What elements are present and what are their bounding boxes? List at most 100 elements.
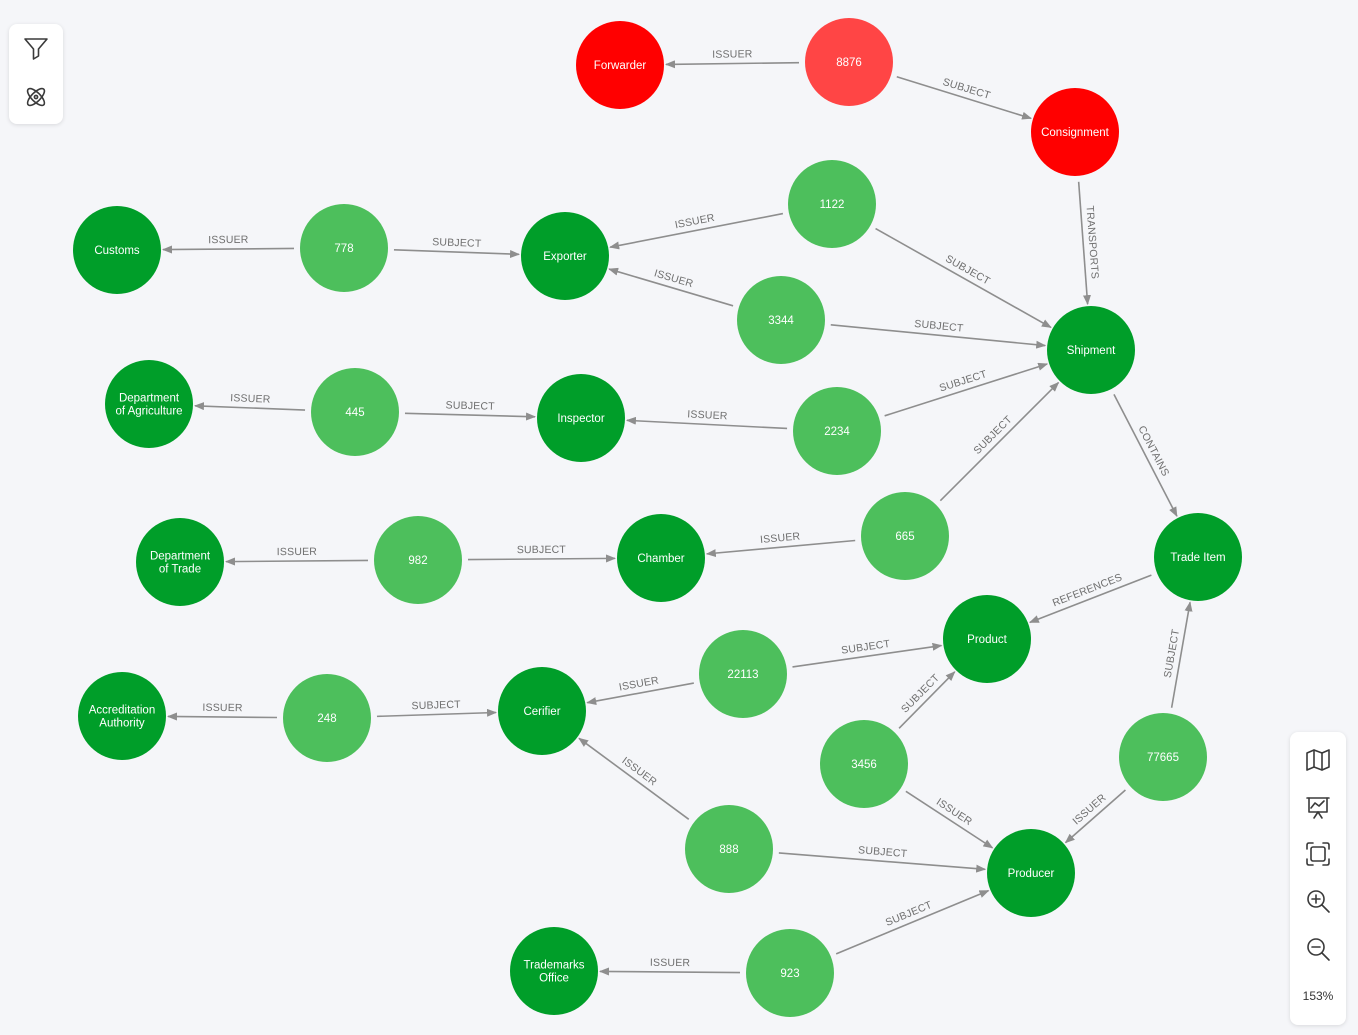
zoom-in-button[interactable] <box>1303 886 1333 916</box>
node-chamber[interactable]: Chamber <box>617 514 705 602</box>
node-n888[interactable]: 888 <box>685 805 773 893</box>
edge-line <box>467 554 617 563</box>
edge-n1122-shipment[interactable]: SUBJECT <box>875 227 1052 329</box>
fit-screen-button[interactable] <box>1303 839 1333 869</box>
edge-label: ISSUER <box>208 234 249 246</box>
node-exporter[interactable]: Exporter <box>521 212 609 300</box>
edge-n923-trademarks[interactable]: ISSUER <box>598 957 741 976</box>
node-product[interactable]: Product <box>943 595 1031 683</box>
edge-line <box>625 416 788 430</box>
edge-n778-exporter[interactable]: SUBJECT <box>393 236 521 259</box>
edge-n77665-tradeitem[interactable]: SUBJECT <box>1162 601 1193 708</box>
node-producer[interactable]: Producer <box>987 829 1075 917</box>
edge-n2234-shipment[interactable]: SUBJECT <box>884 362 1049 417</box>
edge-line <box>705 539 856 558</box>
edge-label: ISSUER <box>650 957 691 969</box>
edge-n77665-producer[interactable]: ISSUER <box>1064 789 1126 844</box>
node-circle <box>1119 713 1207 801</box>
node-label: Authority <box>99 718 145 730</box>
edge-n445-agri[interactable]: ISSUER <box>193 392 306 411</box>
physics-button[interactable] <box>21 82 51 112</box>
edge-n778-customs[interactable]: ISSUER <box>161 234 295 254</box>
node-shipment[interactable]: Shipment <box>1047 306 1135 394</box>
edge-n3344-shipment[interactable]: SUBJECT <box>830 318 1047 349</box>
edge-n22113-cerifier[interactable]: ISSUER <box>586 674 694 705</box>
node-circle <box>1031 88 1119 176</box>
edge-n982-chamber[interactable]: SUBJECT <box>467 544 617 563</box>
node-inspector[interactable]: Inspector <box>537 374 625 462</box>
node-circle <box>510 927 598 1015</box>
edge-n8876-consignment[interactable]: SUBJECT <box>896 76 1033 120</box>
node-n248[interactable]: 248 <box>283 674 371 762</box>
edge-line <box>1028 574 1152 624</box>
zoom-out-button[interactable] <box>1303 934 1333 964</box>
edge-label: SUBJECT <box>858 844 908 860</box>
node-n2234[interactable]: 2234 <box>793 387 881 475</box>
node-consignment[interactable]: Consignment <box>1031 88 1119 176</box>
edge-label: SUBJECT <box>517 544 567 556</box>
node-n1122[interactable]: 1122 <box>788 160 876 248</box>
edge-label: ISSUER <box>712 48 753 61</box>
edge-line <box>1170 601 1193 708</box>
node-n77665[interactable]: 77665 <box>1119 713 1207 801</box>
node-circle <box>1047 306 1135 394</box>
node-label: 923 <box>780 968 799 980</box>
edge-n8876-forwarder[interactable]: ISSUER <box>664 48 800 69</box>
edge-n923-producer[interactable]: SUBJECT <box>835 889 990 955</box>
edge-n3456-product[interactable]: SUBJECT <box>898 671 956 729</box>
node-label: 665 <box>895 531 914 543</box>
edge-n22113-product[interactable]: SUBJECT <box>792 638 943 668</box>
presentation-button[interactable] <box>1303 792 1333 822</box>
edge-n665-chamber[interactable]: ISSUER <box>705 530 856 558</box>
edge-tradeitem-product[interactable]: REFERENCES <box>1028 571 1152 624</box>
edge-line <box>404 412 537 421</box>
zoom-out-icon <box>1307 938 1330 961</box>
edge-n3456-producer[interactable]: ISSUER <box>905 790 994 849</box>
edge-label: SUBJECT <box>914 318 965 335</box>
edge-n665-shipment[interactable]: SUBJECT <box>939 381 1060 502</box>
edge-n248-cerifier[interactable]: SUBJECT <box>376 699 498 718</box>
node-n8876[interactable]: 8876 <box>805 18 893 106</box>
edge-shipment-tradeitem[interactable]: CONTAINS <box>1113 394 1178 518</box>
node-customs[interactable]: Customs <box>73 206 161 294</box>
node-n3344[interactable]: 3344 <box>737 276 825 364</box>
edge-line <box>830 324 1047 349</box>
edge-n982-trade[interactable]: ISSUER <box>224 546 369 566</box>
edge-n248-accred[interactable]: ISSUER <box>166 702 278 721</box>
edge-n2234-inspector[interactable]: ISSUER <box>625 408 788 430</box>
edge-line <box>792 642 943 668</box>
node-tradeitem[interactable]: Trade Item <box>1154 513 1242 601</box>
node-label: of Agriculture <box>115 406 182 418</box>
node-forwarder[interactable]: Forwarder <box>576 21 664 109</box>
filter-icon <box>24 38 48 60</box>
edge-n888-producer[interactable]: SUBJECT <box>778 844 987 873</box>
node-n3456[interactable]: 3456 <box>820 720 908 808</box>
node-n778[interactable]: 778 <box>300 204 388 292</box>
node-n445[interactable]: 445 <box>311 368 399 456</box>
edge-n888-cerifier[interactable]: ISSUER <box>578 737 690 820</box>
edge-label: SUBJECT <box>411 699 461 713</box>
node-n665[interactable]: 665 <box>861 492 949 580</box>
edge-n3344-exporter[interactable]: ISSUER <box>608 267 734 307</box>
filter-button[interactable] <box>21 33 51 63</box>
map-button[interactable] <box>1303 745 1333 775</box>
node-n22113[interactable]: 22113 <box>699 630 787 718</box>
node-n923[interactable]: 923 <box>746 929 834 1017</box>
edge-line <box>598 967 741 976</box>
node-cerifier[interactable]: Cerifier <box>498 667 586 755</box>
node-circle <box>374 516 462 604</box>
node-n982[interactable]: 982 <box>374 516 462 604</box>
edge-n445-inspector[interactable]: SUBJECT <box>404 399 537 421</box>
node-circle <box>73 206 161 294</box>
node-label: 22113 <box>727 669 758 681</box>
edge-n1122-exporter[interactable]: ISSUER <box>609 212 784 250</box>
node-label: Consignment <box>1041 127 1110 139</box>
edge-consignment-shipment[interactable]: TRANSPORTS <box>1077 181 1101 306</box>
